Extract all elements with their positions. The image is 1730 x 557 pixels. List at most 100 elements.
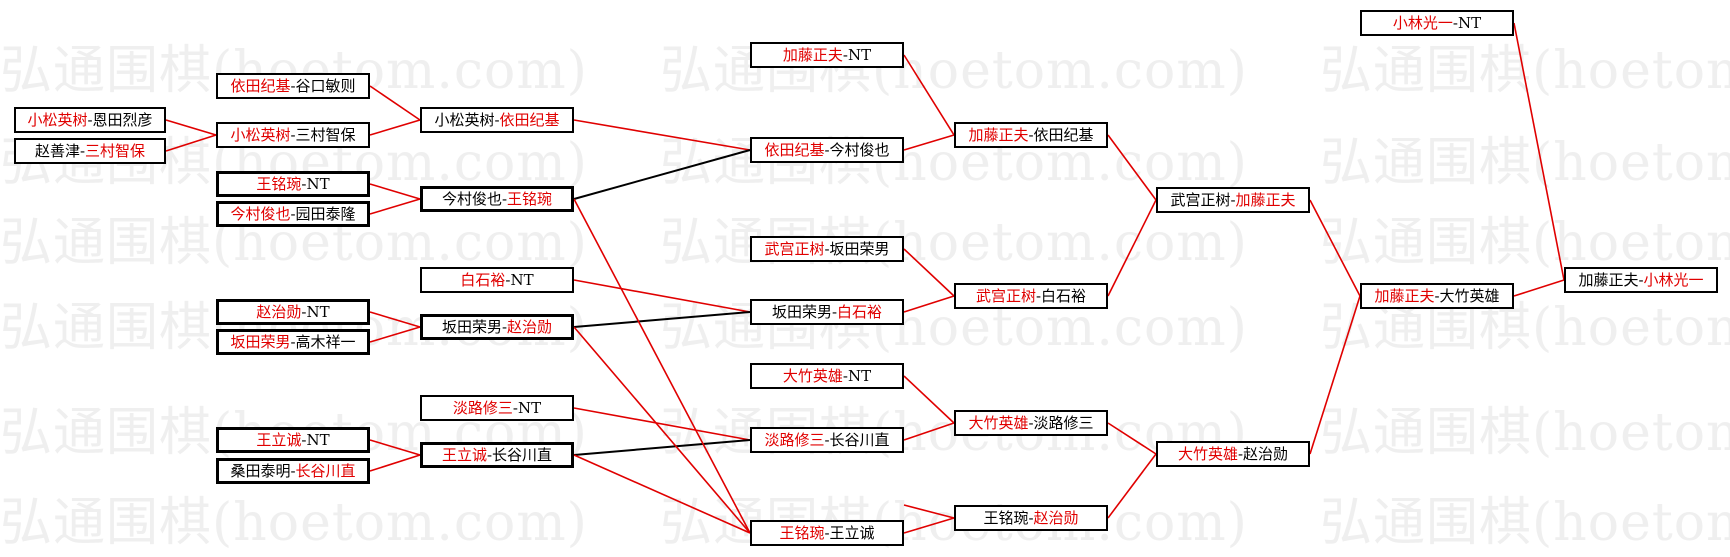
match-box[interactable]: 小松英树-三村智保 (216, 122, 370, 148)
match-box[interactable]: 武宫正树-白石裕 (954, 283, 1108, 309)
player-1: 王铭琬 (779, 524, 825, 542)
bracket-connector (369, 119, 421, 136)
player-1: 小松英树 (230, 126, 291, 144)
player-1: 加藤正夫 (968, 126, 1029, 144)
match-box[interactable]: 武宫正树-加藤正夫 (1156, 187, 1310, 213)
bracket-connector (369, 326, 421, 343)
bracket-connector (573, 407, 751, 441)
bracket-connector (369, 311, 421, 328)
bracket-connector (1309, 295, 1361, 455)
match-box[interactable]: 今村俊也-王铭琬 (420, 186, 574, 212)
player-2: NT (1457, 14, 1482, 32)
match-box[interactable]: 加藤正夫-大竹英雄 (1360, 283, 1514, 309)
match-box[interactable]: 今村俊也-园田泰隆 (216, 201, 370, 227)
player-1: 今村俊也 (230, 205, 291, 223)
bracket-connector (573, 326, 751, 534)
bracket-connector (1107, 422, 1157, 455)
bracket-connector (1107, 199, 1157, 297)
player-1: 坂田荣男 (230, 333, 291, 351)
player-1: 王铭琬 (983, 509, 1029, 527)
match-box[interactable]: 赵善津-三村智保 (14, 138, 166, 164)
bracket-connector (903, 422, 955, 441)
player-1: 小林光一 (1392, 14, 1453, 32)
player-1: 坂田荣男 (771, 303, 832, 321)
bracket-connector (165, 119, 217, 136)
match-box[interactable]: 淡路修三-长谷川直 (750, 427, 904, 453)
player-1: 武宫正树 (1170, 191, 1231, 209)
match-box[interactable]: 小松英树-恩田烈彦 (14, 107, 166, 133)
bracket-connector (573, 119, 751, 151)
player-2: 长谷川直 (829, 431, 890, 449)
match-box[interactable]: 王铭琬-王立诚 (750, 520, 904, 546)
bracket-connector (573, 198, 751, 534)
bracket-connector (573, 439, 751, 456)
player-2: 小林光一 (1643, 271, 1704, 289)
player-2: 白石裕 (1041, 287, 1087, 305)
player-2: 三村智保 (85, 142, 146, 160)
match-box[interactable]: 依田纪基-谷口敏则 (216, 73, 370, 99)
final-match-box[interactable]: 加藤正夫-小林光一 (1564, 267, 1718, 293)
player-2: 长谷川直 (295, 462, 356, 480)
player-1: 加藤正夫 (1374, 287, 1435, 305)
player-2: 加藤正夫 (1235, 191, 1296, 209)
match-box[interactable]: 坂田荣男-赵治勋 (420, 314, 574, 340)
player-1: 白石裕 (460, 271, 506, 289)
bracket-connector (573, 454, 751, 534)
player-1: 小松英树 (27, 111, 88, 129)
player-2: NT (517, 399, 542, 417)
match-box[interactable]: 加藤正夫-依田纪基 (954, 122, 1108, 148)
player-1: 加藤正夫 (782, 46, 843, 64)
player-1: 小松英树 (434, 111, 495, 129)
player-2: 长谷川直 (492, 446, 553, 464)
player-1: 淡路修三 (452, 399, 513, 417)
match-box[interactable]: 王铭琬-赵治勋 (954, 505, 1108, 531)
bracket-connector (369, 198, 421, 215)
match-box[interactable]: 大竹英雄-NT (750, 363, 904, 389)
player-2: NT (510, 271, 534, 289)
bracket-connector (369, 183, 421, 200)
match-box[interactable]: 坂田荣男-高木祥一 (216, 329, 370, 355)
bracket-connector (369, 85, 421, 121)
player-1: 武宫正树 (975, 287, 1036, 305)
match-box[interactable]: 依田纪基-今村俊也 (750, 137, 904, 163)
match-box[interactable]: 王铭琬-NT (216, 171, 370, 197)
match-box[interactable]: 白石裕-NT (420, 267, 574, 293)
bracket-connector (573, 279, 751, 313)
player-2: 赵治勋 (507, 318, 553, 336)
bracket-connector (903, 504, 955, 519)
bracket-connector (1513, 279, 1565, 297)
match-box[interactable]: 大竹英雄-赵治勋 (1156, 441, 1310, 467)
bracket-connector (369, 439, 421, 456)
player-2: 赵治勋 (1033, 509, 1079, 527)
bracket-connector (1107, 453, 1157, 519)
player-2: NT (306, 303, 330, 321)
player-2: NT (306, 431, 330, 449)
bracket-connector (903, 134, 955, 151)
player-2: 三村智保 (295, 126, 356, 144)
match-box[interactable]: 小松英树-依田纪基 (420, 107, 574, 133)
player-2: 白石裕 (837, 303, 883, 321)
bracket-connector (903, 248, 955, 297)
bracket-connector (1309, 199, 1361, 297)
match-box[interactable]: 大竹英雄-淡路修三 (954, 410, 1108, 436)
player-1: 桑田泰明 (230, 462, 291, 480)
player-1: 大竹英雄 (1177, 445, 1238, 463)
player-1: 王立诚 (256, 431, 302, 449)
player-2: 今村俊也 (829, 141, 890, 159)
player-2: 赵治勋 (1243, 445, 1289, 463)
bracket-connector (903, 517, 955, 534)
match-box[interactable]: 赵治勋-NT (216, 299, 370, 325)
player-1: 今村俊也 (441, 190, 502, 208)
player-2: 高木祥一 (295, 333, 356, 351)
match-box[interactable]: 小林光一-NT (1360, 10, 1514, 36)
bracket-connector (903, 295, 955, 313)
match-box[interactable]: 王立诚-NT (216, 427, 370, 453)
match-box[interactable]: 王立诚-长谷川直 (420, 442, 574, 468)
match-box[interactable]: 加藤正夫-NT (750, 42, 904, 68)
match-box[interactable]: 淡路修三-NT (420, 395, 574, 421)
match-box[interactable]: 坂田荣男-白石裕 (750, 299, 904, 325)
bracket-connector (573, 149, 751, 200)
match-box[interactable]: 桑田泰明-长谷川直 (216, 458, 370, 484)
match-box[interactable]: 武宫正树-坂田荣男 (750, 236, 904, 262)
